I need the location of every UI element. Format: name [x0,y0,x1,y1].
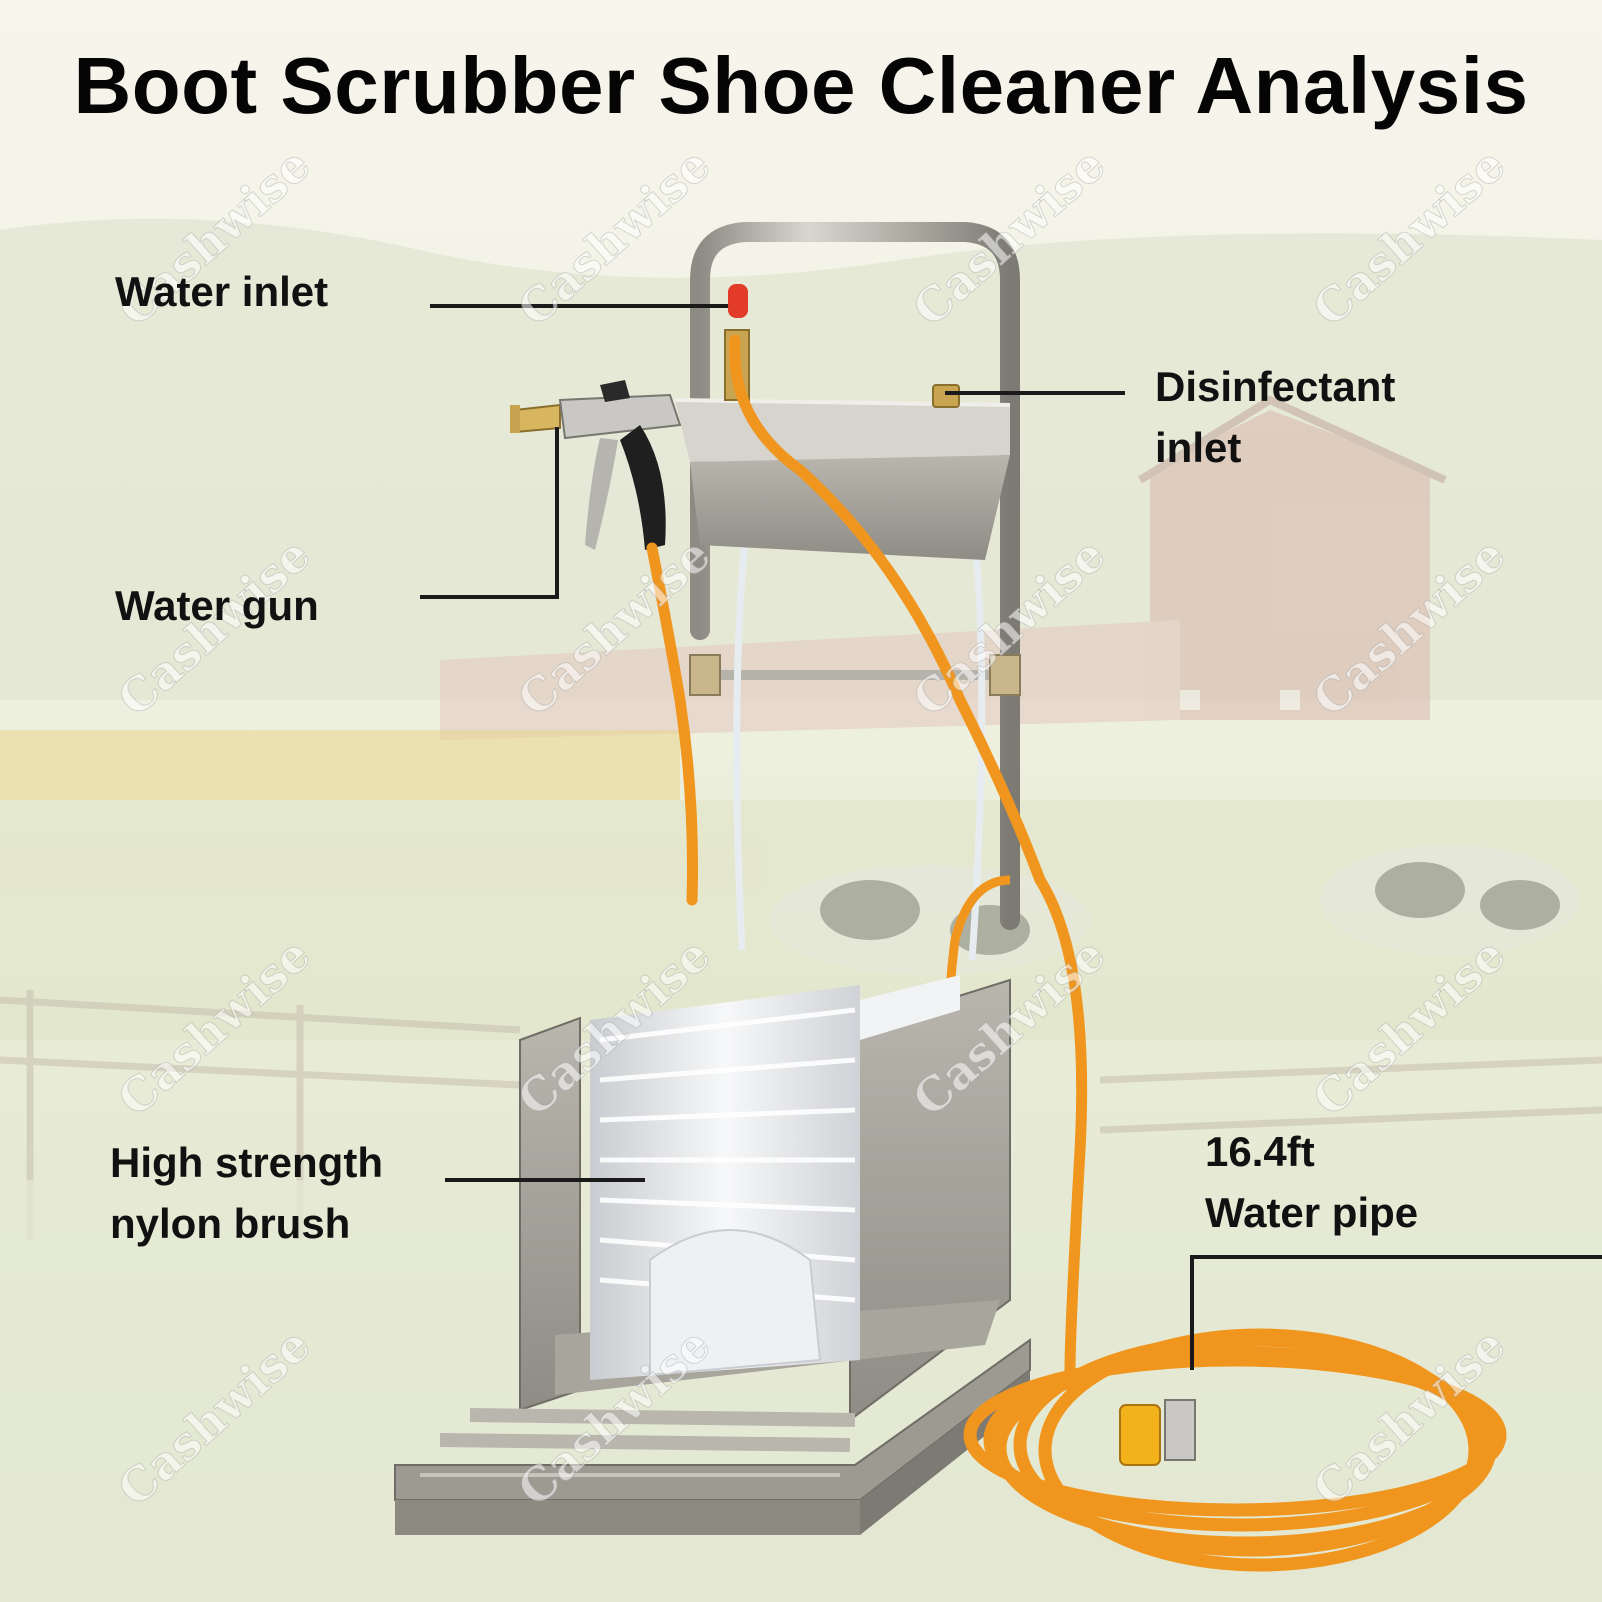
water-gun [510,380,682,550]
leader-water-pipe [1190,1255,1602,1370]
sunflower-field [0,730,1602,1040]
label-water-pipe-line1: 16.4ft [1205,1128,1315,1175]
page-title: Boot Scrubber Shoe Cleaner Analysis [73,41,1529,130]
cow-right [1320,845,1580,955]
hose-connector [1119,1399,1196,1466]
label-water-pipe: 16.4ft Water pipe [1205,1122,1418,1244]
label-disinfectant-inlet-line1: Disinfectant [1155,363,1396,410]
label-nylon-brush-line1: High strength [110,1139,383,1186]
label-water-gun-text: Water gun [115,582,319,629]
barn [440,395,1447,740]
nylon-brush [590,975,960,1380]
label-water-inlet-text: Water inlet [115,268,329,315]
leader-lines [420,304,1602,1370]
label-disinfectant-inlet: Disinfectant inlet [1155,357,1395,479]
fence [0,990,1602,1240]
leader-water-gun [420,427,559,599]
label-nylon-brush: High strength nylon brush [110,1133,383,1255]
disinfectant-tank [674,384,1011,560]
label-water-inlet: Water inlet [115,262,328,323]
label-water-gun: Water gun [115,576,319,637]
label-disinfectant-inlet-line2: inlet [1155,423,1242,471]
boot-scrubber-machine [394,222,1507,1572]
coiled-water-pipe [963,1328,1507,1572]
label-nylon-brush-line2: nylon brush [110,1199,351,1247]
label-water-pipe-line2: Water pipe [1205,1188,1419,1236]
